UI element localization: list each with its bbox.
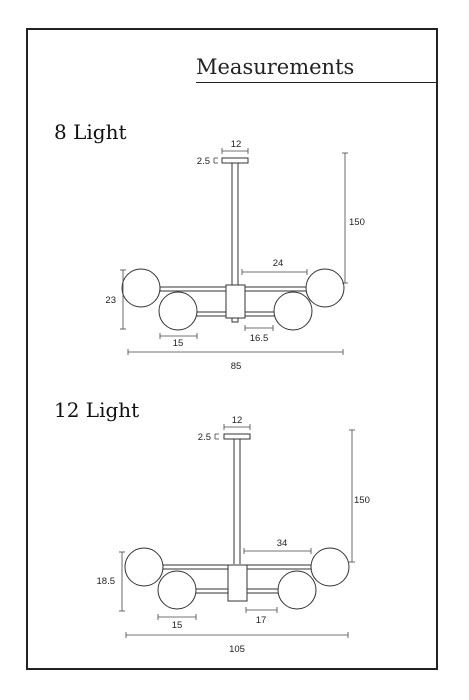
dim-globe: 15 [157, 614, 197, 631]
dim-label: 23 [105, 295, 116, 306]
dim-label: 12 [232, 415, 243, 426]
globe [273, 291, 313, 331]
page-heading: Measurements [196, 55, 355, 79]
dim-label: 105 [229, 644, 245, 655]
dim-label: 16.5 [250, 333, 269, 344]
dim-arm-span: 34 [243, 538, 312, 554]
canopy [221, 157, 249, 164]
dim-canopy-height: 2.5 [197, 156, 218, 167]
dim-canopy-height: 2.5 [198, 432, 219, 443]
dim-inner: 16.5 [244, 325, 274, 344]
globe [310, 547, 350, 587]
dim-label: 85 [231, 361, 242, 372]
hub-finial [231, 317, 239, 323]
hub [227, 564, 248, 602]
globe [121, 268, 161, 308]
dim-arm-span: 24 [241, 258, 308, 275]
dim-label: 12 [231, 139, 242, 150]
dim-height: 23 [105, 269, 126, 330]
diagram-12-light: 12 2.5 150 34 18.5 [97, 415, 370, 655]
dim-label: 15 [173, 338, 184, 349]
dim-globe: 15 [159, 333, 198, 349]
dim-label: 34 [277, 538, 288, 549]
variant-title-8-light: 8 Light [54, 120, 127, 144]
dim-label: 24 [273, 258, 284, 269]
dim-drop: 150 [349, 429, 370, 563]
dim-label: 150 [354, 495, 370, 506]
dim-label: 17 [256, 615, 267, 626]
dim-label: 150 [349, 217, 365, 228]
dim-label: 15 [172, 620, 183, 631]
dim-width: 105 [125, 632, 349, 655]
dim-label: 2.5 [197, 156, 210, 167]
dim-width: 85 [127, 349, 344, 372]
dim-label: 2.5 [198, 432, 211, 443]
canopy [223, 433, 251, 440]
dim-label: 18.5 [97, 576, 116, 587]
globe [124, 547, 164, 587]
dim-inner: 17 [245, 607, 278, 626]
hub [225, 284, 246, 319]
globe [158, 291, 198, 331]
globe [157, 570, 197, 610]
heading-rule [196, 82, 438, 83]
dim-height: 18.5 [97, 551, 125, 612]
globe [277, 570, 317, 610]
variant-title-12-light: 12 Light [54, 398, 140, 422]
dim-canopy-width: 12 [223, 415, 251, 430]
page-frame [26, 28, 438, 670]
globe [305, 268, 345, 308]
dim-drop: 150 [342, 152, 365, 284]
diagram-8-light: 12 2.5 150 24 23 [105, 139, 364, 372]
dim-canopy-width: 12 [221, 139, 249, 154]
